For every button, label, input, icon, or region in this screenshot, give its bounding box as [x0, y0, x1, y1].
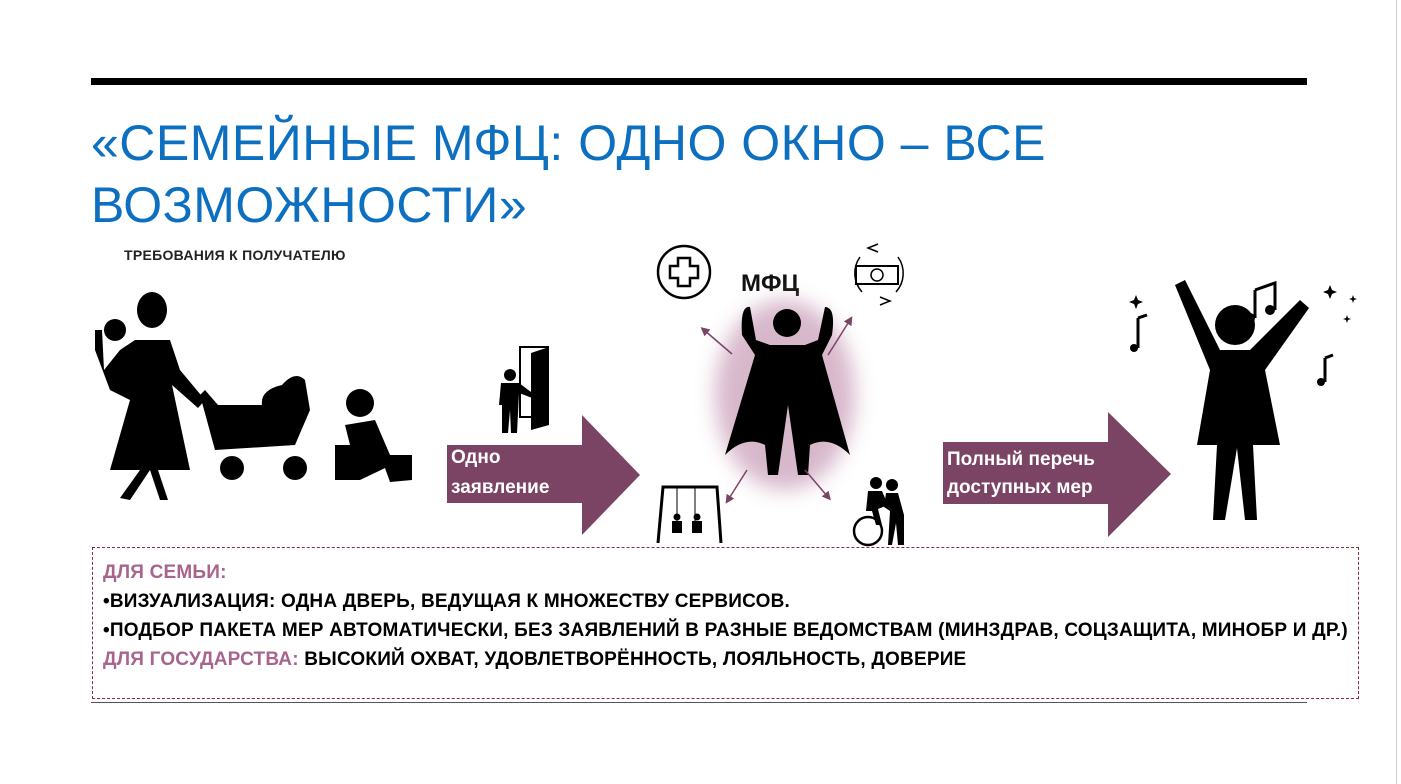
door-icon	[499, 346, 549, 433]
superhero-icon	[715, 300, 855, 490]
state-text: ВЫСОКИЙ ОХВАТ, УДОВЛЕТВОРЁННОСТЬ, ЛОЯЛЬН…	[298, 649, 967, 670]
slide-edge	[1396, 0, 1397, 784]
summary-box: ДЛЯ СЕМЬИ: •ВИЗУАЛИЗАЦИЯ: ОДНА ДВЕРЬ, ВЕ…	[92, 547, 1359, 699]
bullet-visualization: •ВИЗУАЛИЗАЦИЯ: ОДНА ДВЕРЬ, ВЕДУЩАЯ К МНО…	[103, 591, 790, 612]
slide-title: «СЕМЕЙНЫЕ МФЦ: ОДНО ОКНО – ВСЕ ВОЗМОЖНОС…	[91, 115, 1046, 233]
radiating-arrows	[700, 316, 853, 504]
bullet-package: •ПОДБОР ПАКЕТА МЕР АВТОМАТИЧЕСКИ, БЕЗ ЗА…	[103, 620, 1348, 641]
happy-woman-icon	[1129, 280, 1357, 520]
bottom-rule	[91, 702, 1307, 703]
medical-cross-icon	[656, 244, 712, 300]
money-exchange-icon	[854, 243, 904, 306]
one-application-arrow	[447, 415, 640, 535]
family-icon	[95, 292, 412, 500]
family-label: ДЛЯ СЕМЬИ:	[103, 562, 227, 583]
full-list-arrow	[943, 412, 1171, 537]
swing-icon	[656, 485, 723, 544]
slide-subtitle: ТРЕБОВАНИЯ К ПОЛУЧАТЕЛЮ	[124, 247, 346, 263]
title-rule	[91, 78, 1307, 85]
wheelchair-care-icon	[852, 477, 904, 547]
state-label: ДЛЯ ГОСУДАРСТВА:	[103, 649, 299, 670]
mfc-label: МФЦ	[741, 270, 800, 297]
state-line: ДЛЯ ГОСУДАРСТВА: ВЫСОКИЙ ОХВАТ, УДОВЛЕТВ…	[103, 645, 1348, 674]
